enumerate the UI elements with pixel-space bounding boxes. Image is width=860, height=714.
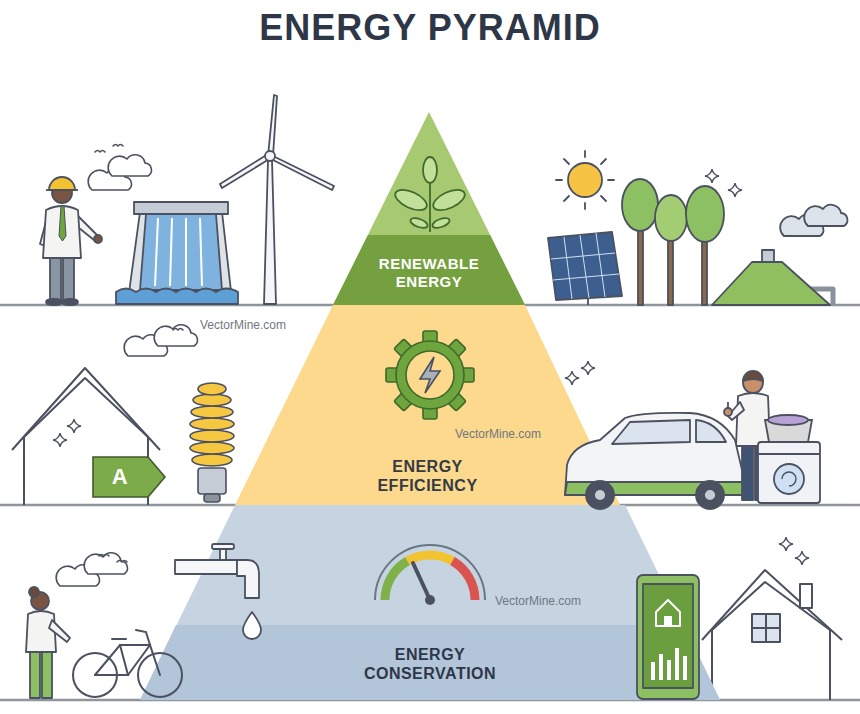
geothermal-plant — [712, 205, 847, 305]
worker-figure — [40, 177, 102, 305]
gauge-icon — [375, 545, 485, 605]
band-label: ENERGY CONSERVATION — [330, 645, 530, 683]
bicycle — [73, 630, 182, 697]
band-fill — [93, 457, 165, 497]
energy-rating-tag: A — [92, 456, 166, 498]
trees — [622, 179, 724, 305]
dam — [116, 202, 238, 304]
watermark-holder: VectorMine.com — [455, 427, 541, 441]
band-fill — [333, 112, 525, 305]
wind-turbine — [220, 95, 334, 304]
smart-house — [702, 570, 842, 700]
washing-machine — [758, 415, 820, 503]
band-label: ENERGY EFFICIENCY — [343, 457, 513, 495]
band-fill — [333, 235, 525, 305]
woman-figure — [26, 587, 70, 698]
watermark: VectorMine.com — [495, 594, 581, 608]
light-bulb — [190, 383, 234, 502]
watermark-holder: VectorMine.com — [495, 594, 581, 608]
band-fill — [235, 305, 620, 505]
title-holder: ENERGY PYRAMID — [0, 6, 860, 50]
watermark: VectorMine.com — [200, 318, 286, 332]
sun — [556, 151, 614, 209]
shelf-lines — [0, 305, 860, 700]
gear-icon — [386, 331, 474, 419]
pyramid-bottom-band: ENERGY CONSERVATION — [140, 505, 720, 700]
pyramid-top-band: RENEWABLE ENERGY — [333, 112, 525, 305]
smartphone — [637, 575, 699, 699]
energy-rating-tag-shape — [92, 456, 166, 498]
electric-car — [565, 413, 742, 509]
band-fill — [140, 625, 720, 700]
title: ENERGY PYRAMID — [259, 6, 600, 50]
rating-letter: A — [98, 464, 142, 490]
band-fill — [140, 505, 720, 700]
watermark: VectorMine.com — [455, 427, 541, 441]
water-tap — [175, 544, 261, 639]
solar-panel — [548, 232, 622, 305]
sprout-icon — [392, 157, 468, 232]
band-label: RENEWABLE ENERGY — [364, 255, 494, 291]
watermark-holder: VectorMine.com — [200, 318, 286, 332]
pyramid-middle-band: ENERGY EFFICIENCY — [235, 305, 620, 505]
